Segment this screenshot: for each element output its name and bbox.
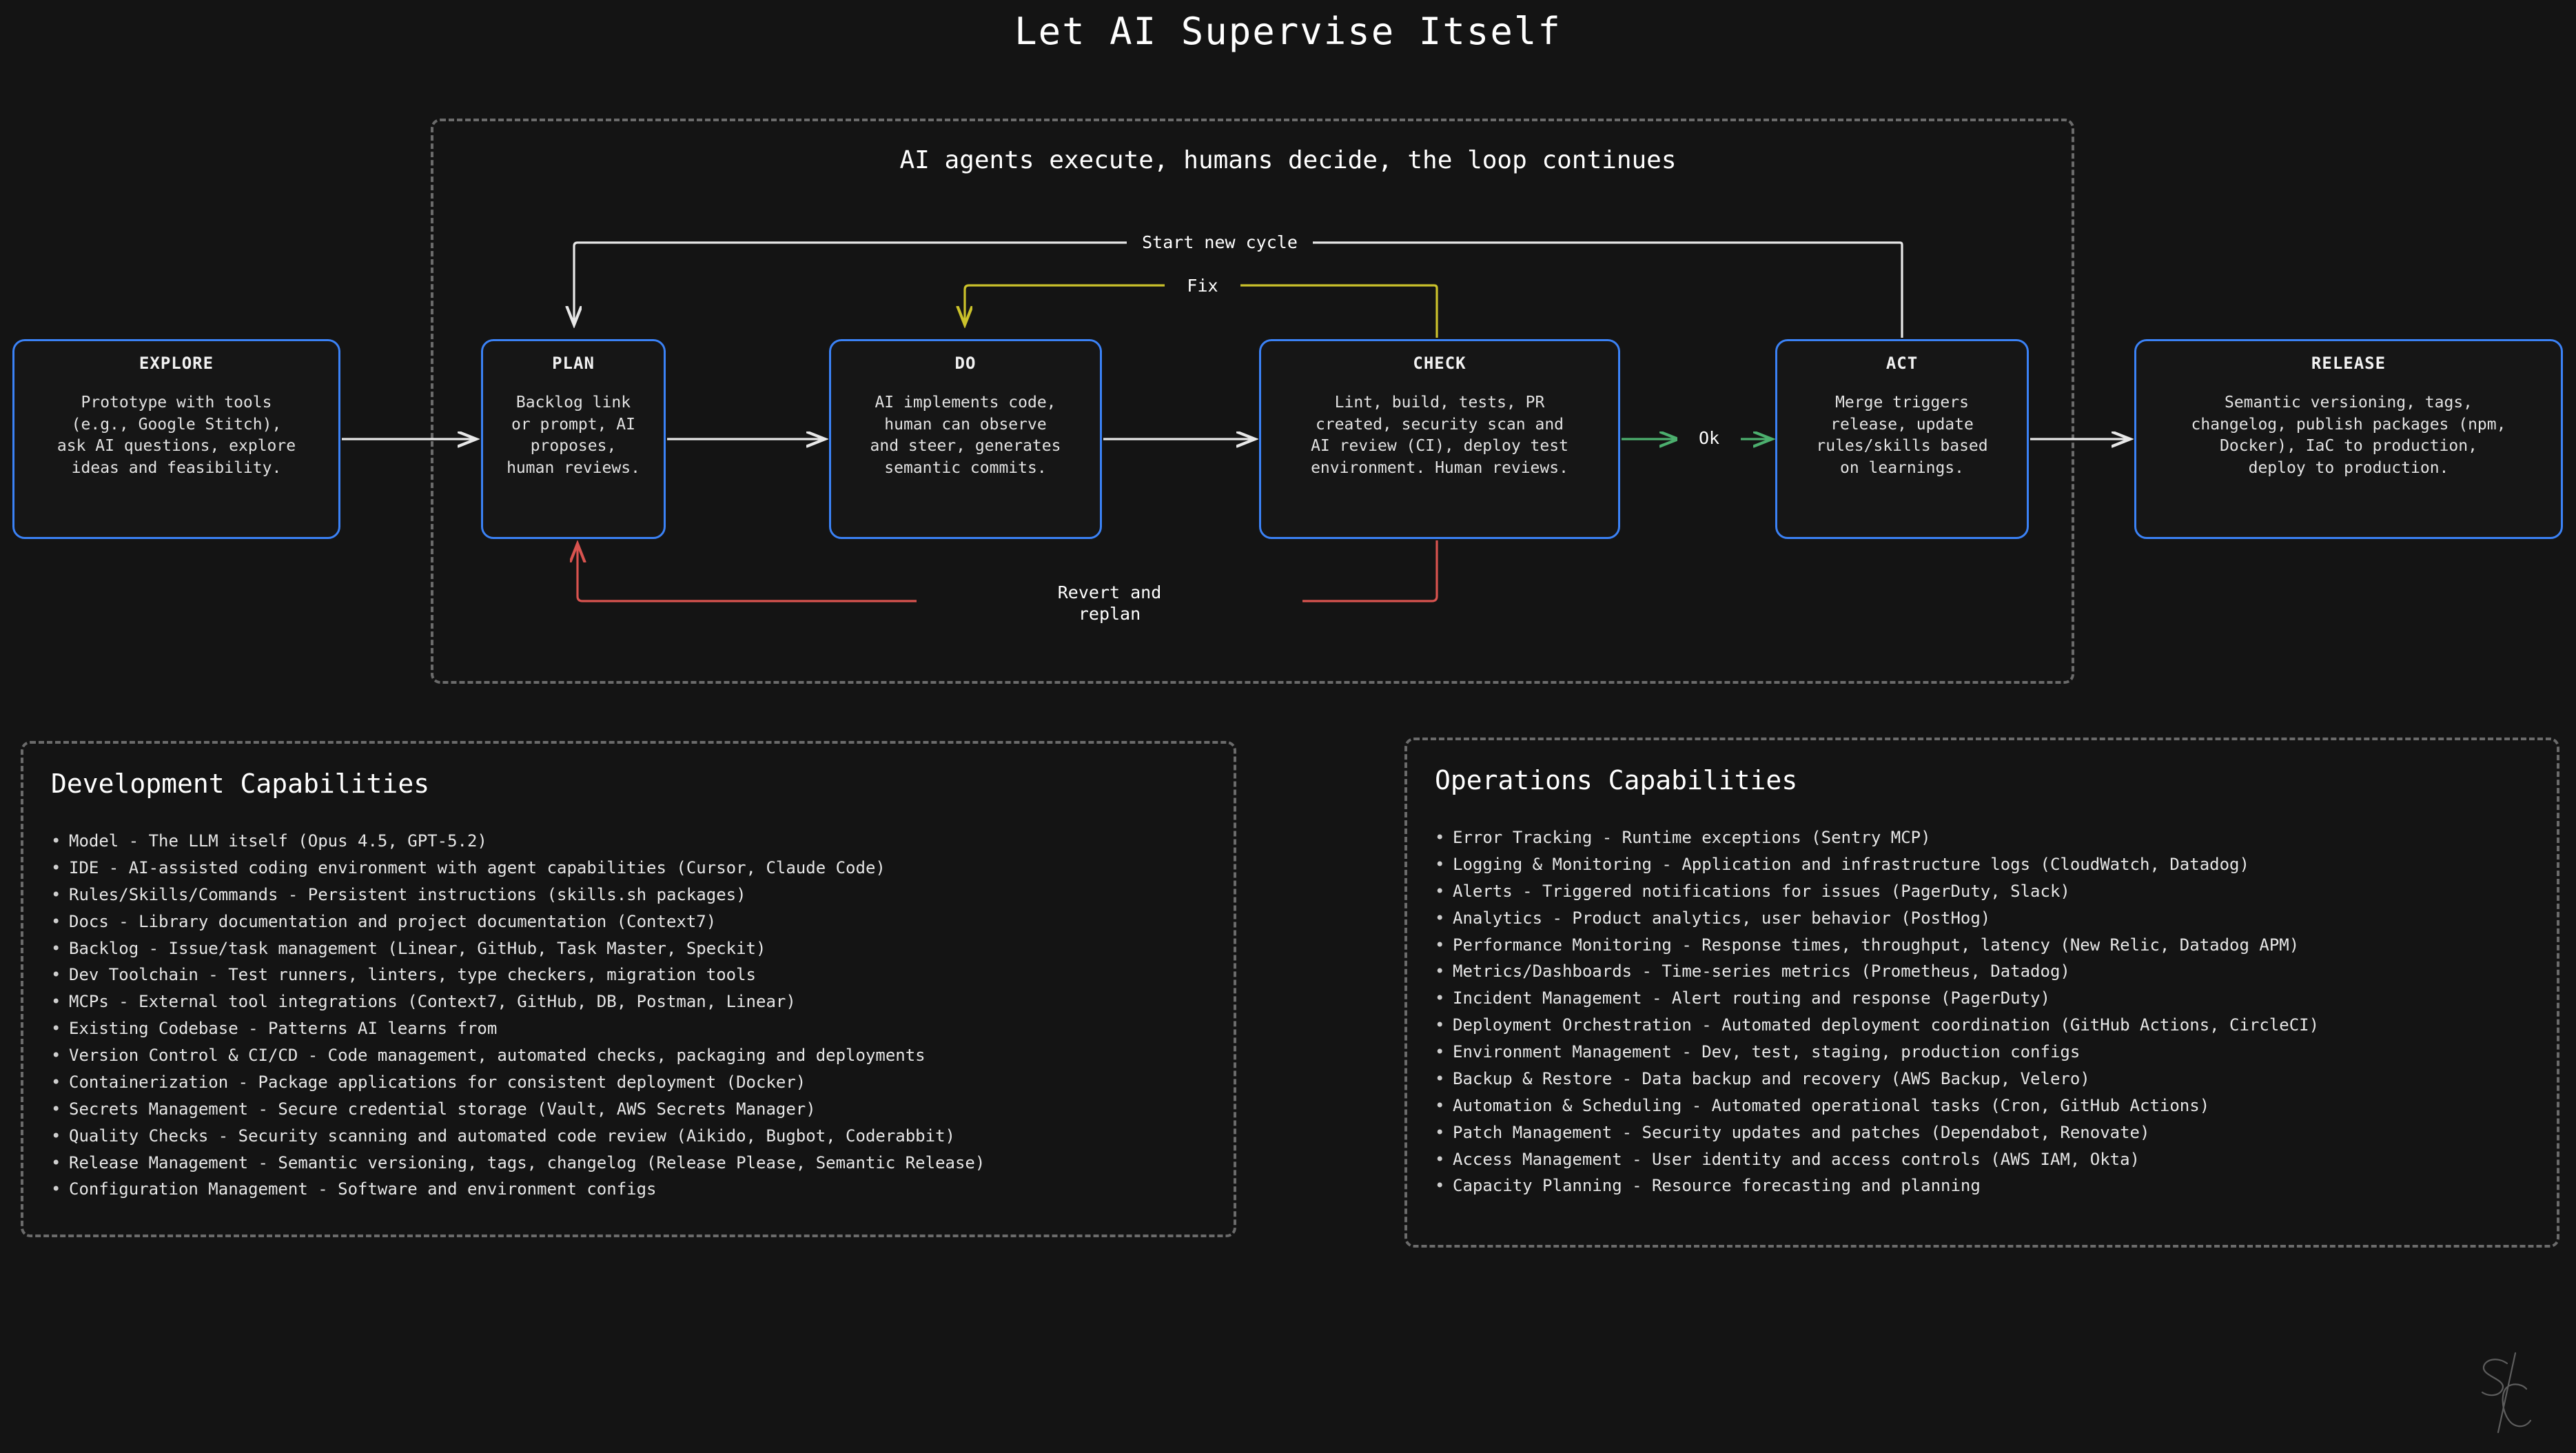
list-item: Existing Codebase - Patterns AI learns f… — [51, 1015, 1206, 1042]
list-item: Backlog - Issue/task management (Linear,… — [51, 935, 1206, 962]
list-item: Incident Management - Alert routing and … — [1435, 985, 2529, 1012]
stage-check-desc: Lint, build, tests, PR created, security… — [1311, 394, 1568, 478]
list-item: MCPs - External tool integrations (Conte… — [51, 988, 1206, 1015]
list-item: Secrets Management - Secure credential s… — [51, 1096, 1206, 1123]
edge-label-start-new-cycle: Start new cycle — [1127, 232, 1313, 254]
list-item: IDE - AI-assisted coding environment wit… — [51, 855, 1206, 882]
stage-act-desc: Merge triggers release, update rules/ski… — [1816, 394, 1988, 478]
list-item: Logging & Monitoring - Application and i… — [1435, 851, 2529, 878]
stage-release-title: RELEASE — [2311, 354, 2386, 373]
edge-label-revert-and-replan: Revert and replan — [917, 582, 1302, 624]
stage-do-title: DO — [954, 354, 977, 373]
stage-do-desc: AI implements code, human can observe an… — [870, 394, 1061, 478]
list-item: Alerts - Triggered notifications for iss… — [1435, 878, 2529, 905]
list-item: Version Control & CI/CD - Code managemen… — [51, 1042, 1206, 1069]
edge-label-fix: Fix — [1165, 276, 1240, 297]
operations-list: Error Tracking - Runtime exceptions (Sen… — [1435, 824, 2529, 1199]
list-item: Access Management - User identity and ac… — [1435, 1146, 2529, 1173]
stage-do[interactable]: DO AI implements code, human can observe… — [829, 339, 1102, 539]
list-item: Performance Monitoring - Response times,… — [1435, 932, 2529, 959]
stage-release[interactable]: RELEASE Semantic versioning, tags, chang… — [2134, 339, 2563, 539]
list-item: Model - The LLM itself (Opus 4.5, GPT-5.… — [51, 828, 1206, 855]
list-item: Error Tracking - Runtime exceptions (Sen… — [1435, 824, 2529, 851]
signature-monogram-sc — [2481, 1352, 2532, 1434]
development-heading: Development Capabilities — [51, 769, 430, 799]
loop-container — [431, 119, 2074, 684]
stage-explore-desc: Prototype with tools (e.g., Google Stitc… — [57, 394, 296, 478]
stage-check-title: CHECK — [1413, 354, 1466, 373]
list-item: Environment Management - Dev, test, stag… — [1435, 1039, 2529, 1066]
operations-capabilities-panel: Operations Capabilities Error Tracking -… — [1404, 738, 2559, 1248]
stage-act-title: ACT — [1885, 354, 1919, 373]
list-item: Containerization - Package applications … — [51, 1069, 1206, 1096]
list-item: Release Management - Semantic versioning… — [51, 1150, 1206, 1177]
stage-explore-title: EXPLORE — [139, 354, 214, 373]
list-item: Analytics - Product analytics, user beha… — [1435, 905, 2529, 932]
loop-subtitle: AI agents execute, humans decide, the lo… — [899, 146, 1677, 174]
edge-label-ok: Ok — [1677, 428, 1741, 449]
list-item: Dev Toolchain - Test runners, linters, t… — [51, 962, 1206, 988]
list-item: Configuration Management - Software and … — [51, 1176, 1206, 1203]
stage-release-desc: Semantic versioning, tags, changelog, pu… — [2191, 394, 2506, 478]
list-item: Capacity Planning - Resource forecasting… — [1435, 1172, 2529, 1199]
stage-check[interactable]: CHECK Lint, build, tests, PR created, se… — [1259, 339, 1620, 539]
stage-plan-desc: Backlog link or prompt, AI proposes, hum… — [507, 394, 640, 478]
stage-explore[interactable]: EXPLORE Prototype with tools (e.g., Goog… — [12, 339, 340, 539]
list-item: Rules/Skills/Commands - Persistent instr… — [51, 882, 1206, 908]
development-list: Model - The LLM itself (Opus 4.5, GPT-5.… — [51, 828, 1206, 1203]
list-item: Quality Checks - Security scanning and a… — [51, 1123, 1206, 1150]
stage-plan-title: PLAN — [552, 354, 595, 373]
operations-heading: Operations Capabilities — [1435, 765, 1798, 795]
stage-plan[interactable]: PLAN Backlog link or prompt, AI proposes… — [481, 339, 666, 539]
list-item: Patch Management - Security updates and … — [1435, 1119, 2529, 1146]
list-item: Deployment Orchestration - Automated dep… — [1435, 1012, 2529, 1039]
development-capabilities-panel: Development Capabilities Model - The LLM… — [21, 741, 1236, 1237]
stage-act[interactable]: ACT Merge triggers release, update rules… — [1775, 339, 2029, 539]
list-item: Automation & Scheduling - Automated oper… — [1435, 1093, 2529, 1119]
list-item: Docs - Library documentation and project… — [51, 908, 1206, 935]
list-item: Metrics/Dashboards - Time-series metrics… — [1435, 958, 2529, 985]
page-title: Let AI Supervise Itself — [1014, 10, 1562, 53]
list-item: Backup & Restore - Data backup and recov… — [1435, 1066, 2529, 1093]
